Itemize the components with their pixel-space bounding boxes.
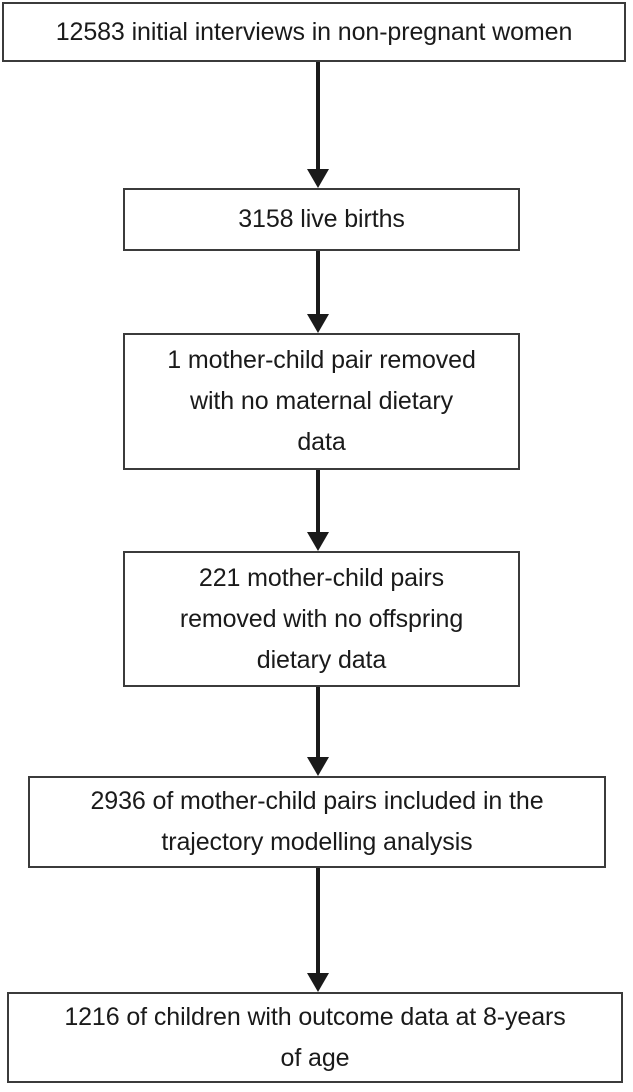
arrow-stem	[316, 62, 320, 169]
arrow-head-icon	[307, 757, 329, 776]
arrow-head-icon	[307, 973, 329, 992]
arrow-head-icon	[307, 169, 329, 188]
flow-node-removed-offspring: 221 mother-child pairs removed with no o…	[123, 551, 520, 687]
flow-node-initial-interviews: 12583 initial interviews in non-pregnant…	[2, 2, 626, 62]
flow-node-label: 221 mother-child pairs removed with no o…	[179, 563, 464, 674]
flow-arrow-removed-offspring-to-included-analysis	[307, 687, 329, 776]
arrow-stem	[316, 687, 320, 757]
flow-arrow-live-births-to-removed-maternal	[307, 251, 329, 333]
flow-arrow-initial-interviews-to-live-births	[307, 62, 329, 188]
arrow-stem	[316, 868, 320, 973]
flow-arrow-removed-maternal-to-removed-offspring	[307, 470, 329, 551]
flow-node-label: 3158 live births	[238, 205, 405, 233]
flow-node-outcome-8years: 1216 of children with outcome data at 8-…	[7, 992, 623, 1083]
flow-node-label: 1216 of children with outcome data at 8-…	[64, 1002, 566, 1072]
arrow-head-icon	[307, 314, 329, 333]
flow-node-label: 2936 of mother-child pairs included in t…	[90, 787, 544, 856]
flow-node-label: 1 mother-child pair removed with no mate…	[167, 346, 476, 456]
flow-node-removed-maternal: 1 mother-child pair removed with no mate…	[123, 333, 520, 470]
arrow-stem	[316, 251, 320, 314]
flow-arrow-included-analysis-to-outcome-8years	[307, 868, 329, 992]
arrow-head-icon	[307, 532, 329, 551]
flow-node-included-analysis: 2936 of mother-child pairs included in t…	[28, 776, 606, 868]
flow-node-live-births: 3158 live births	[123, 188, 520, 251]
flow-node-label: 12583 initial interviews in non-pregnant…	[55, 17, 573, 46]
arrow-stem	[316, 470, 320, 532]
